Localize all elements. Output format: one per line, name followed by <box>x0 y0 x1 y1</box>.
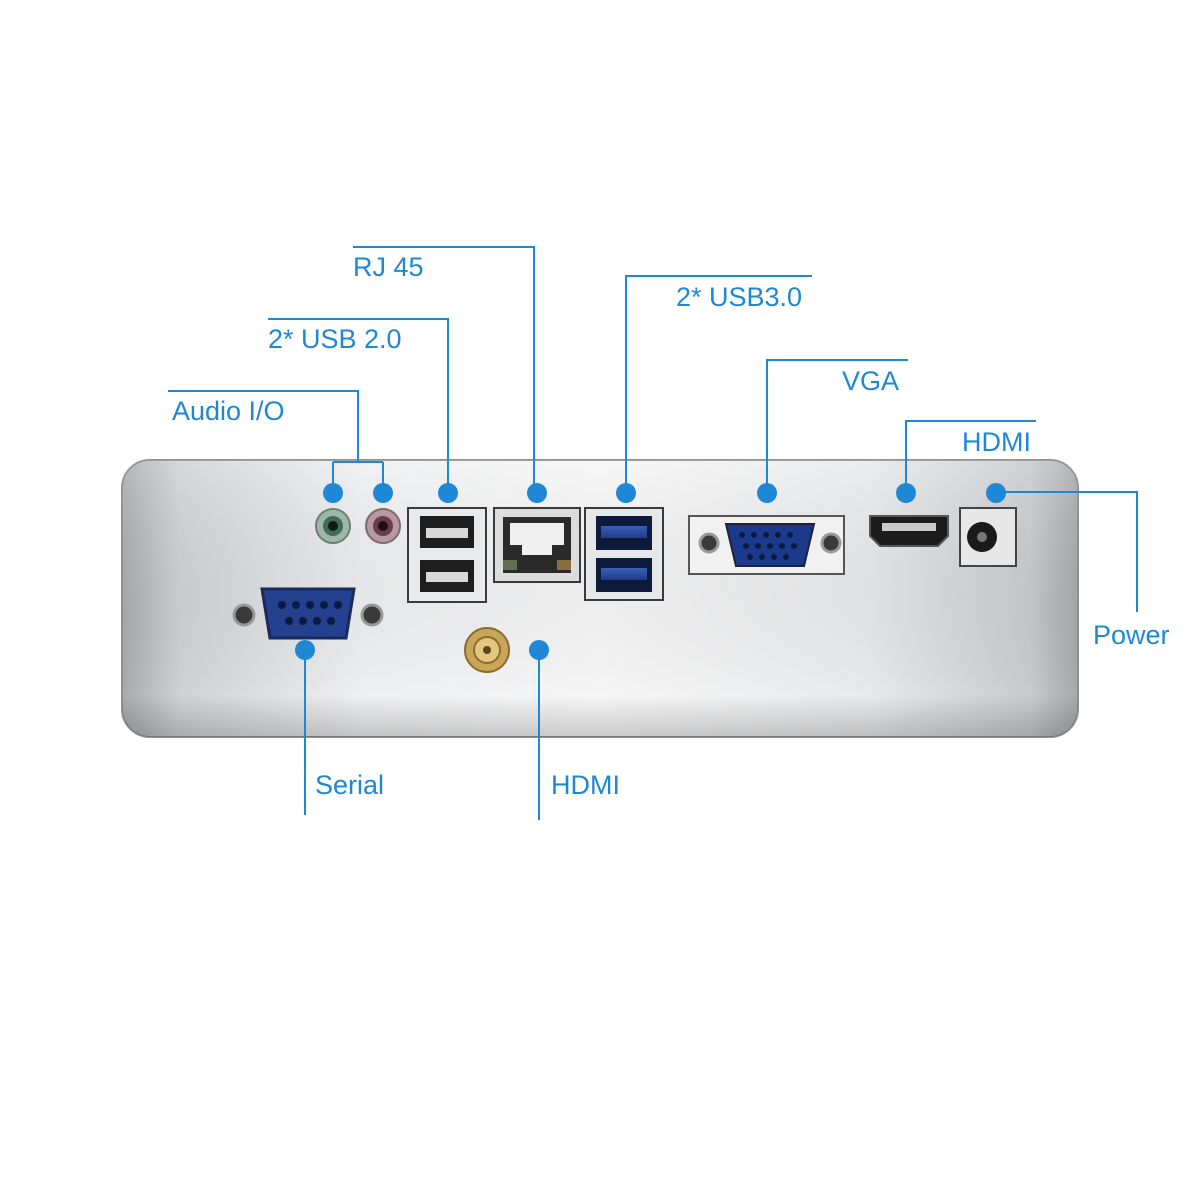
dot-power <box>986 483 1006 503</box>
label-power: Power <box>1093 620 1170 650</box>
usb20-ports <box>407 507 487 603</box>
audio-jack-green <box>315 508 351 544</box>
rj45-port <box>493 507 581 583</box>
dot-audio-green <box>323 483 343 503</box>
label-vga: VGA <box>842 366 900 396</box>
dot-hdmi-right <box>896 483 916 503</box>
dot-usb20 <box>438 483 458 503</box>
antenna-connector <box>464 627 510 673</box>
dot-hdmi-bottom <box>529 640 549 660</box>
label-rj45: RJ 45 <box>353 252 424 282</box>
dot-rj45 <box>527 483 547 503</box>
usb30-ports <box>584 507 664 601</box>
dot-serial <box>295 640 315 660</box>
label-usb30: 2* USB3.0 <box>676 282 803 312</box>
label-hdmi-bottom: HDMI <box>551 770 620 800</box>
dot-audio-pink <box>373 483 393 503</box>
label-usb20: 2* USB 2.0 <box>268 324 402 354</box>
dot-usb30 <box>616 483 636 503</box>
hdmi-port-right <box>869 515 949 547</box>
label-serial: Serial <box>315 770 385 800</box>
callout-dots <box>295 483 1006 660</box>
callout-lines <box>168 246 1138 820</box>
label-audio-io: Audio I/O <box>172 396 285 426</box>
serial-port <box>232 587 384 640</box>
power-jack <box>959 507 1017 567</box>
label-hdmi-right: HDMI <box>962 427 1031 457</box>
vga-port <box>688 515 845 575</box>
audio-jack-pink <box>365 508 401 544</box>
dot-vga <box>757 483 777 503</box>
